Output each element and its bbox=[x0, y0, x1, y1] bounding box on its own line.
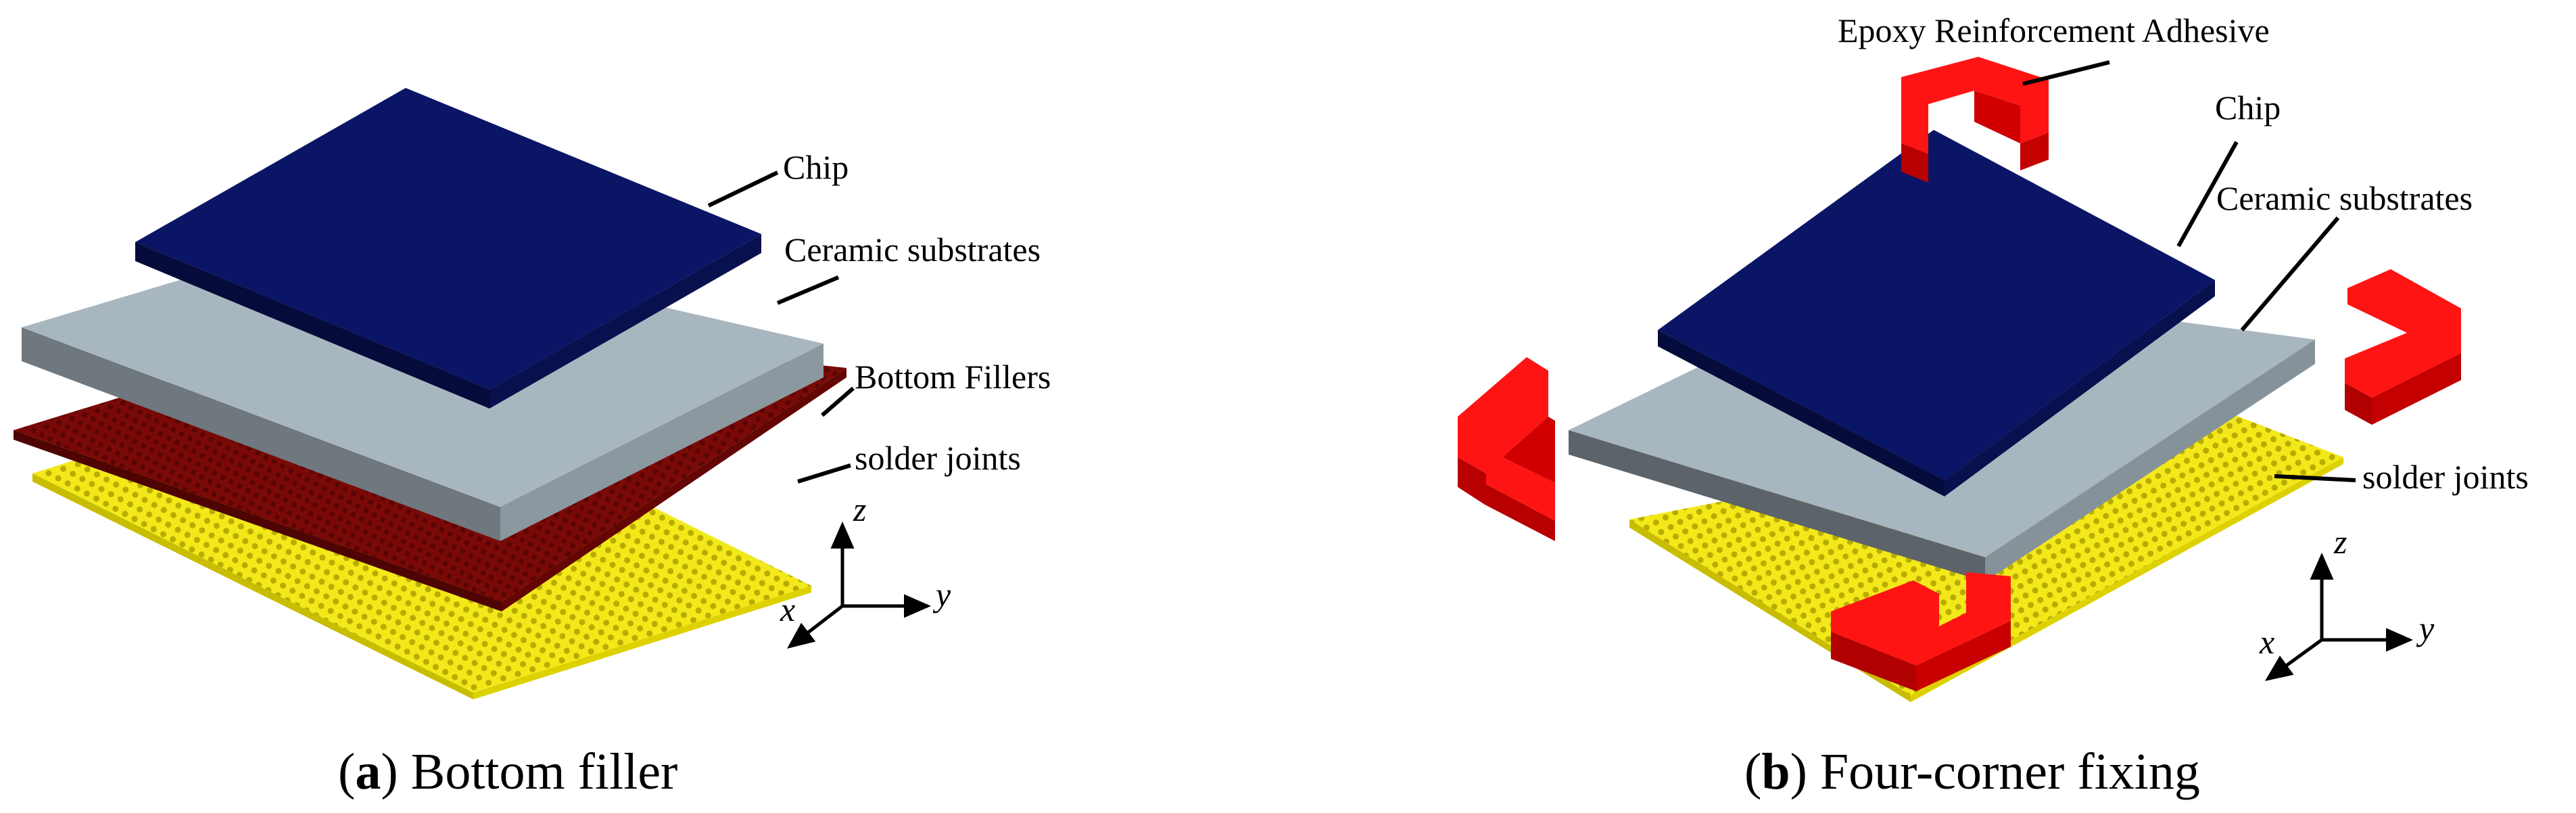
epoxy-corner-bottom bbox=[1831, 572, 2011, 691]
epoxy-corner-right bbox=[2345, 269, 2461, 425]
axis-x-b: x bbox=[2259, 623, 2274, 661]
caption-b-text: Four-corner fixing bbox=[1807, 743, 2200, 800]
axis-x-a: x bbox=[780, 590, 795, 628]
leader-epoxy bbox=[2022, 60, 2110, 86]
label-ceramic-b: Ceramic substrates bbox=[2216, 179, 2473, 217]
label-ceramic-a: Ceramic substrates bbox=[784, 231, 1041, 269]
label-chip-b: Chip bbox=[2215, 89, 2281, 126]
leader-chip-a bbox=[707, 170, 779, 208]
axis-z-b: z bbox=[2333, 523, 2347, 561]
leader-ceramic-a bbox=[776, 275, 840, 305]
leader-solder-a bbox=[797, 463, 851, 484]
leader-chip-b bbox=[2176, 141, 2239, 248]
label-solder-b: solder joints bbox=[2362, 458, 2529, 496]
label-chip-a: Chip bbox=[783, 148, 849, 186]
panel-a: Chip Ceramic substrates Bottom Fillers s… bbox=[14, 88, 1051, 800]
chip-a bbox=[135, 88, 761, 409]
chip-b bbox=[1658, 130, 2215, 496]
axis-y-b: y bbox=[2416, 609, 2435, 647]
axis-z-a: z bbox=[853, 490, 866, 528]
leader-fillers-a bbox=[821, 386, 855, 417]
leader-ceramic-b bbox=[2240, 216, 2340, 331]
caption-b: (b) Four-corner fixing bbox=[1744, 743, 2200, 800]
caption-a-letter: a bbox=[355, 743, 381, 800]
axes-triad-b: z y x bbox=[2259, 523, 2435, 681]
leader-solder-b bbox=[2274, 474, 2356, 482]
label-epoxy: Epoxy Reinforcement Adhesive bbox=[1838, 11, 2270, 49]
epoxy-corner-top bbox=[1901, 57, 2049, 183]
axes-triad-a: z y x bbox=[780, 490, 951, 649]
caption-a: (a) Bottom filler bbox=[338, 743, 677, 800]
caption-a-text: Bottom filler bbox=[398, 743, 678, 800]
panel-b: Epoxy Reinforcement Adhesive Chip Cerami… bbox=[1458, 11, 2529, 800]
caption-b-letter: b bbox=[1761, 743, 1790, 800]
axis-y-a: y bbox=[932, 576, 951, 613]
label-fillers-a: Bottom Fillers bbox=[855, 358, 1051, 396]
label-solder-a: solder joints bbox=[855, 439, 1021, 477]
epoxy-corner-left bbox=[1458, 357, 1555, 541]
